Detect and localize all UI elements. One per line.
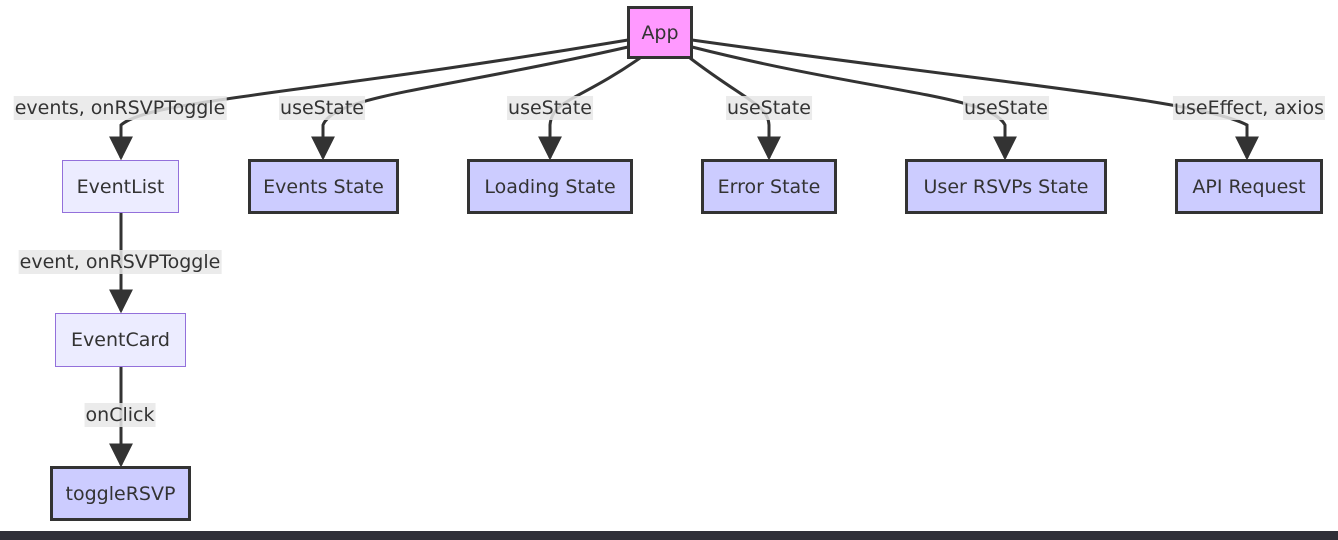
node-api-request[interactable]: API Request: [1175, 159, 1323, 214]
edge-label-event-list-to-event-card: event, onRSVPToggle: [18, 250, 222, 274]
node-events-state[interactable]: Events State: [248, 159, 399, 214]
node-event-card[interactable]: EventCard: [55, 313, 186, 367]
node-user-rsvps-state[interactable]: User RSVPs State: [905, 159, 1107, 214]
edge-label-event-card-to-toggle-rsvp: onClick: [84, 403, 156, 427]
node-app-label: App: [641, 21, 679, 44]
node-toggle-rsvp[interactable]: toggleRSVP: [50, 466, 191, 521]
node-event-card-label: EventCard: [71, 329, 170, 351]
node-error-state[interactable]: Error State: [701, 159, 837, 214]
edge-label-app-to-loading-state: useState: [507, 96, 593, 120]
edge-label-app-to-event-list: events, onRSVPToggle: [13, 96, 227, 120]
node-user-rsvps-state-label: User RSVPs State: [923, 175, 1089, 198]
node-events-state-label: Events State: [263, 175, 384, 198]
node-app[interactable]: App: [627, 6, 693, 59]
node-loading-state[interactable]: Loading State: [467, 159, 633, 214]
node-api-request-label: API Request: [1192, 175, 1306, 198]
edge-label-app-to-error-state: useState: [726, 96, 812, 120]
node-loading-state-label: Loading State: [484, 175, 616, 198]
node-event-list-label: EventList: [76, 175, 165, 198]
edge-label-app-to-user-rsvps-state: useState: [963, 96, 1049, 120]
edge-label-app-to-events-state: useState: [279, 96, 365, 120]
node-error-state-label: Error State: [717, 175, 821, 198]
edge-label-app-to-api-request: useEffect, axios: [1172, 96, 1326, 120]
node-toggle-rsvp-label: toggleRSVP: [65, 482, 176, 505]
bottom-bar: [0, 531, 1338, 540]
node-event-list[interactable]: EventList: [62, 160, 179, 213]
